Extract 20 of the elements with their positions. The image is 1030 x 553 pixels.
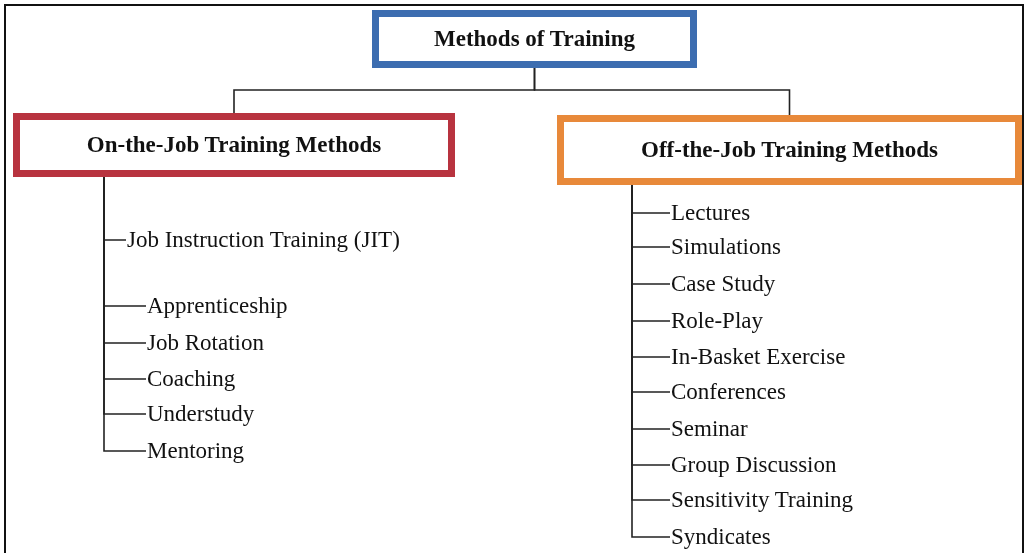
list-item: Simulations (671, 231, 971, 262)
connector-line (533, 67, 791, 116)
list-item: Syndicates (671, 521, 971, 552)
list-item: In-Basket Exercise (671, 341, 971, 372)
list-item: Lectures (671, 197, 971, 228)
list-item: Job Instruction Training (JIT) (127, 224, 447, 286)
list-item: Sensitivity Training (671, 484, 971, 515)
list-item: Case Study (671, 268, 971, 299)
list-item: Mentoring (147, 435, 347, 466)
category-box: On-the-Job Training Methods (13, 113, 455, 177)
category-box: Methods of Training (372, 10, 697, 68)
list-item: Group Discussion (671, 449, 971, 480)
category-box: Off-the-Job Training Methods (557, 115, 1022, 185)
list-item: Apprenticeship (147, 290, 347, 321)
list-item: Coaching (147, 363, 347, 394)
list-item: Understudy (147, 398, 347, 429)
list-item: Conferences (671, 376, 971, 407)
list-item: Role-Play (671, 305, 971, 336)
list-item: Job Rotation (147, 327, 347, 358)
list-item: Seminar (671, 413, 971, 444)
